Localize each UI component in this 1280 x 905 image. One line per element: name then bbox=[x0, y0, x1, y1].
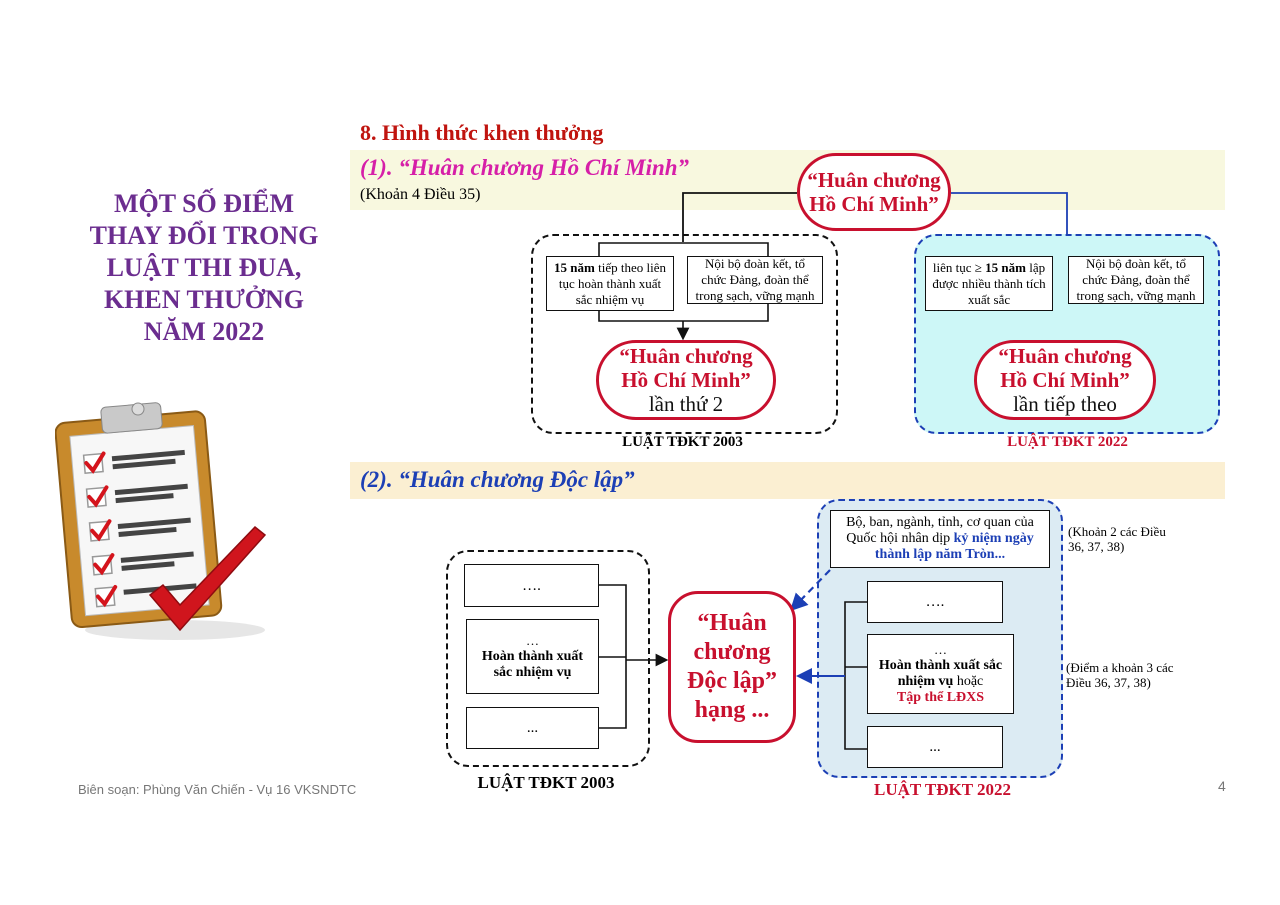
oval-text: “Huân chương bbox=[998, 344, 1132, 368]
part1-heading: (1). “Huân chương Hồ Chí Minh” bbox=[360, 155, 690, 180]
top-oval-hcm: “Huân chương Hồ Chí Minh” bbox=[797, 153, 951, 231]
oval-text: lần tiếp theo bbox=[1013, 392, 1117, 416]
dl-left-box-2: … Hoàn thành xuất sắc nhiệm vụ bbox=[466, 619, 599, 694]
box-dots: … bbox=[934, 642, 947, 657]
criterion-text: liên tục ≥ bbox=[932, 259, 982, 275]
part1-citation: (Khoản 4 Điều 35) bbox=[360, 186, 481, 203]
left-title-line: THAY ĐỔI TRONG bbox=[89, 221, 319, 250]
criterion-bold: 15 năm bbox=[985, 259, 1026, 275]
dl-right-box-3: ... bbox=[867, 726, 1003, 768]
footer-author: Biên soạn: Phùng Văn Chiến - Vụ 16 VKSND… bbox=[78, 782, 357, 797]
box-dots: … bbox=[526, 632, 539, 648]
dl-right-box-2: … Hoàn thành xuất sắc nhiệm vụ hoặc Tập … bbox=[867, 634, 1014, 714]
law-label-2003-dl: LUẬT TĐKT 2003 bbox=[477, 773, 615, 792]
law-label-2022-dl: LUẬT TĐKT 2022 bbox=[874, 780, 1011, 799]
oval-text: “Huân chương bbox=[619, 344, 753, 368]
oval-text: “Huân bbox=[697, 610, 767, 636]
left-title-line: NĂM 2022 bbox=[143, 317, 265, 346]
oval-text: Hồ Chí Minh” bbox=[809, 192, 939, 216]
section-title: 8. Hình thức khen thưởng bbox=[360, 120, 604, 145]
box-highlight: kỷ niệm ngày thành lập năm Tròn... bbox=[874, 531, 1034, 562]
oval-text: Hồ Chí Minh” bbox=[621, 368, 751, 392]
dl-note-1: (Khoản 2 các Điều 36, 37, 38) bbox=[1068, 524, 1166, 554]
part2-heading: (2). “Huân chương Độc lập” bbox=[360, 467, 635, 492]
dl-left-box-1: …. bbox=[464, 564, 599, 607]
left-title-line: MỘT SỐ ĐIỂM bbox=[113, 189, 295, 218]
left-title-line: LUẬT THI ĐUA, bbox=[106, 253, 302, 282]
part1-band bbox=[350, 150, 1225, 210]
red-checkmark-icon bbox=[148, 525, 267, 632]
law-label-2003: LUẬT TĐKT 2003 bbox=[622, 434, 743, 450]
oval-doc-lap: “Huân chương Độc lập” hạng ... bbox=[668, 591, 796, 743]
page-number: 4 bbox=[1218, 778, 1226, 794]
oval-text: Hồ Chí Minh” bbox=[1000, 368, 1130, 392]
oval-hcm-second: “Huân chương Hồ Chí Minh” lần thứ 2 bbox=[596, 340, 776, 420]
oval-text: chương bbox=[693, 639, 771, 665]
criterion-bold: 15 năm bbox=[554, 259, 595, 275]
oval-text: Độc lập” bbox=[687, 668, 777, 694]
box-text: Bộ, ban, ngành, tỉnh, cơ quan của Quốc h… bbox=[846, 515, 1034, 546]
left-criterion-box-2: Nội bộ đoàn kết, tổ chức Đảng, đoàn thể … bbox=[687, 256, 823, 304]
dl-right-box-1: …. bbox=[867, 581, 1003, 623]
dl-note-2: (Điểm a khoản 3 các Điều 36, 37, 38) bbox=[1066, 660, 1174, 690]
right-criterion-box-2: Nội bộ đoàn kết, tổ chức Đảng, đoàn thể … bbox=[1068, 256, 1204, 304]
dl-left-box-3: ... bbox=[466, 707, 599, 749]
criterion-text: tiếp theo liên tục hoàn thành xuất sắc n… bbox=[558, 259, 666, 307]
box-text: Hoàn thành xuất sắc nhiệm vụ bbox=[481, 648, 584, 680]
part2-band bbox=[350, 462, 1225, 499]
criterion-text: lập được nhiều thành tích xuất sắc bbox=[932, 259, 1046, 307]
oval-text: hạng ... bbox=[694, 697, 770, 723]
left-title-line: KHEN THƯỞNG bbox=[103, 285, 305, 314]
clipboard-checklist-icon bbox=[55, 402, 267, 640]
right-criterion-box-1: liên tục ≥ 15 năm lập được nhiều thành t… bbox=[925, 256, 1053, 311]
law2003-group-dl bbox=[446, 550, 650, 767]
box-text: hoặc bbox=[956, 674, 984, 689]
oval-text: “Huân chương bbox=[807, 168, 941, 192]
left-criterion-box-1: 15 năm tiếp theo liên tục hoàn thành xuấ… bbox=[546, 256, 674, 311]
box-text: Hoàn thành xuất sắc nhiệm vụ bbox=[878, 658, 1003, 689]
left-title: MỘT SỐ ĐIỂM THAY ĐỔI TRONG LUẬT THI ĐUA,… bbox=[60, 188, 348, 348]
law2003-group-hcm bbox=[531, 234, 838, 434]
oval-text: lần thứ 2 bbox=[648, 392, 724, 416]
box-highlight: Tập thể LĐXS bbox=[896, 690, 985, 705]
oval-hcm-next: “Huân chương Hồ Chí Minh” lần tiếp theo bbox=[974, 340, 1156, 420]
law-label-2022: LUẬT TĐKT 2022 bbox=[1007, 434, 1128, 450]
dl-right-top-box: Bộ, ban, ngành, tỉnh, cơ quan của Quốc h… bbox=[830, 510, 1050, 568]
